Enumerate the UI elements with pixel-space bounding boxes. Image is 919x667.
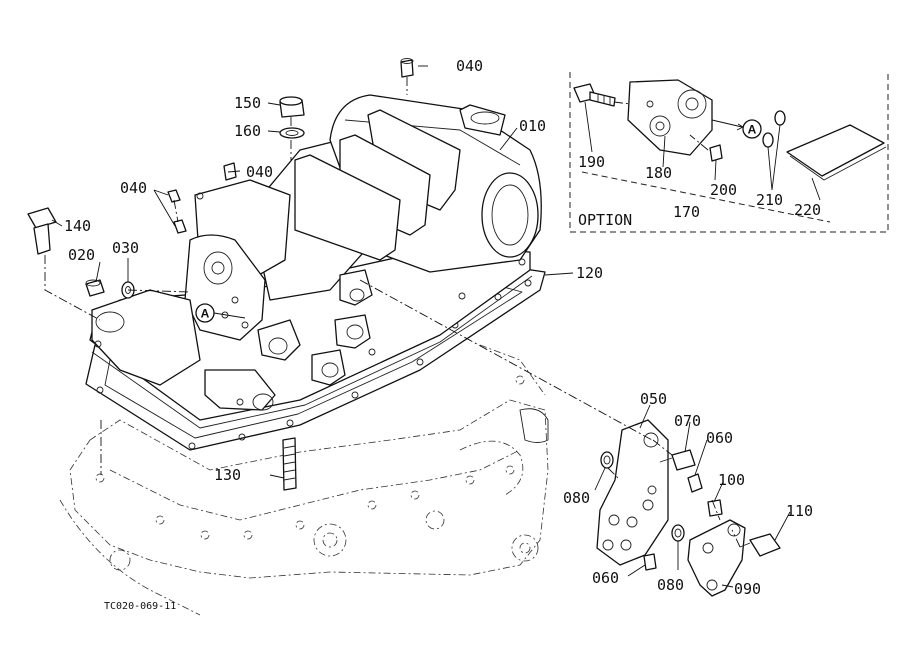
callout-a-option-label: A — [748, 123, 757, 137]
plug-200 — [709, 144, 723, 162]
bolt-140 — [27, 207, 57, 255]
label-040-top: 040 — [456, 57, 483, 75]
stud-130 — [282, 437, 297, 491]
o-ring-080-upper — [600, 451, 614, 469]
cover-090 — [687, 519, 746, 597]
label-160: 160 — [234, 122, 261, 140]
o-ring-160 — [279, 127, 305, 139]
label-200: 200 — [710, 181, 737, 199]
callout-a-case: A — [195, 303, 246, 323]
label-060-lower: 060 — [592, 569, 619, 587]
label-130: 130 — [214, 466, 241, 484]
plug-040-left — [167, 189, 187, 234]
label-220: 220 — [794, 201, 821, 219]
label-030: 030 — [112, 239, 139, 257]
label-060-upper: 060 — [706, 429, 733, 447]
transmission-case-outline — [59, 344, 549, 616]
label-090: 090 — [734, 580, 761, 598]
label-020: 020 — [68, 246, 95, 264]
label-120: 120 — [576, 264, 603, 282]
label-180: 180 — [645, 164, 672, 182]
label-080-upper: 080 — [563, 489, 590, 507]
assembly-center-lines — [44, 77, 741, 548]
bolt-070 — [659, 449, 696, 471]
plug-060-upper — [687, 473, 703, 493]
label-050: 050 — [640, 390, 667, 408]
o-ring-080-lower — [671, 524, 685, 542]
plug-040-top — [400, 58, 414, 78]
label-210: 210 — [756, 191, 783, 209]
cap-150 — [279, 96, 305, 118]
label-080-lower: 080 — [657, 576, 684, 594]
hydraulic-cylinder-case-010 — [89, 94, 542, 429]
label-010: 010 — [519, 117, 546, 135]
valve-body-050 — [596, 419, 669, 566]
option-label: OPTION — [578, 211, 632, 229]
plug-060-lower — [643, 553, 657, 571]
label-040-middle: 040 — [246, 163, 273, 181]
o-rings-210 — [762, 110, 786, 148]
callout-a-case-label: A — [201, 307, 210, 321]
bolt-110 — [739, 533, 781, 557]
plug-020 — [85, 279, 105, 297]
plate-220 — [786, 124, 887, 181]
label-140: 140 — [64, 217, 91, 235]
label-110: 110 — [786, 502, 813, 520]
valve-block-180 — [627, 79, 713, 156]
leader-lines — [51, 65, 821, 588]
part-labels: 040 150 160 040 040 140 020 030 010 120 … — [64, 57, 821, 612]
diagram-code: TC020-069-11 — [104, 601, 176, 612]
label-170: 170 — [673, 203, 700, 221]
bolt-190 — [573, 83, 616, 107]
label-100: 100 — [718, 471, 745, 489]
callout-a-option: A — [711, 119, 762, 139]
label-070: 070 — [674, 412, 701, 430]
label-040-left: 040 — [120, 179, 147, 197]
label-190: 190 — [578, 153, 605, 171]
label-150: 150 — [234, 94, 261, 112]
option-kit-box — [569, 70, 889, 233]
